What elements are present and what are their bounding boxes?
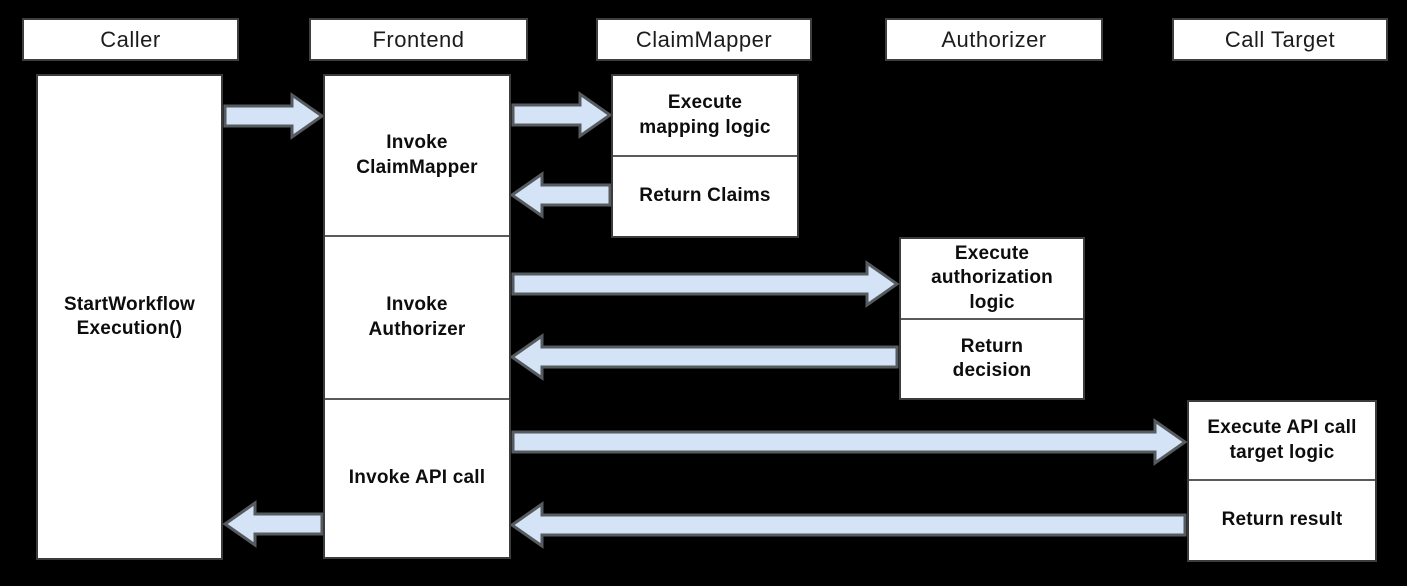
activation-frontend: Invoke ClaimMapper Invoke Authorizer Inv… [323, 74, 511, 559]
arrow-claimmapper-to-frontend [509, 171, 612, 219]
activation-claimmapper: Execute mapping logic Return Claims [611, 74, 799, 238]
lifeline-header-claimmapper: ClaimMapper [596, 18, 812, 61]
arrow-frontend-to-calltarget [511, 418, 1188, 466]
lifeline-header-authorizer: Authorizer [885, 18, 1103, 61]
activity-execute-authorization-logic: Execute authorization logic [931, 243, 1053, 313]
activity-return-claims: Return Claims [613, 155, 797, 236]
activity-start-workflow-execution: StartWorkflow Execution() [63, 293, 196, 339]
lifeline-header-calltarget: Call Target [1172, 18, 1388, 61]
activity-return-result: Return result [1189, 479, 1375, 560]
arrow-frontend-to-claimmapper [511, 91, 613, 139]
activation-authorizer: Execute authorization logic Return decis… [899, 237, 1085, 400]
lifeline-header-frontend: Frontend [309, 18, 528, 61]
arrow-authorizer-to-frontend [509, 333, 899, 381]
activity-invoke-claimmapper: Invoke ClaimMapper [356, 132, 478, 178]
activity-invoke-api-call: Invoke API call [325, 398, 509, 557]
activity-return-decision: Return decision [901, 318, 1083, 398]
activation-caller: StartWorkflow Execution() [36, 74, 223, 560]
arrow-caller-to-frontend [223, 92, 325, 140]
arrow-calltarget-to-frontend [509, 501, 1187, 549]
arrow-frontend-to-authorizer [511, 260, 900, 308]
activity-execute-api-call-target-logic: Execute API call target logic [1207, 417, 1357, 463]
activity-invoke-authorizer: Invoke Authorizer [325, 235, 509, 398]
lifeline-header-caller: Caller [22, 18, 239, 61]
arrow-frontend-to-caller [222, 500, 324, 548]
activation-calltarget: Execute API call target logic Return res… [1187, 400, 1377, 562]
activity-execute-mapping-logic: Execute mapping logic [639, 92, 771, 138]
